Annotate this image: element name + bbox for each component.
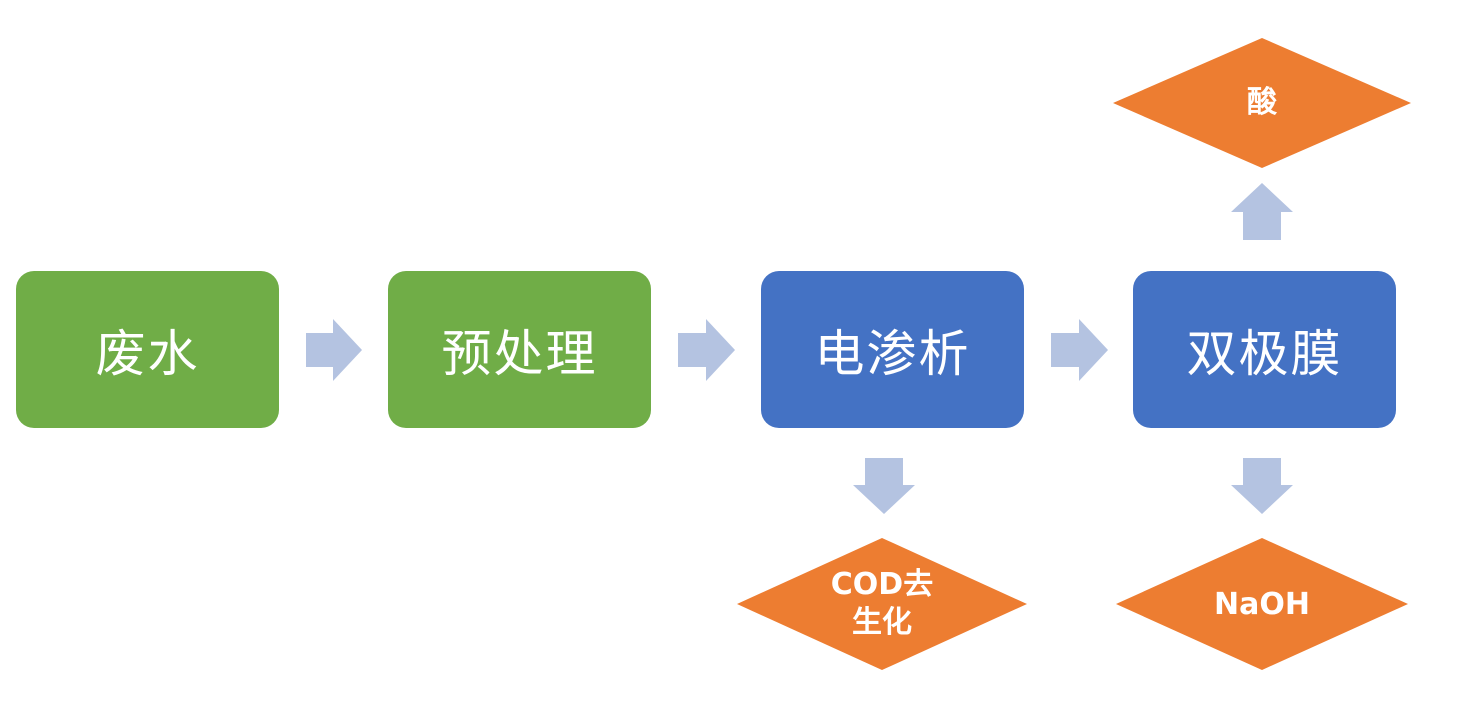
output-naoh-diamond bbox=[1116, 538, 1408, 670]
arrow-right-1-icon bbox=[306, 319, 362, 381]
node-pretreatment: 预处理 bbox=[388, 271, 651, 428]
node-pretreatment-label: 预处理 bbox=[441, 324, 598, 383]
output-cod-label-wrap: COD去 生化 bbox=[802, 564, 962, 644]
output-naoh-label: NaOH bbox=[1214, 587, 1310, 622]
output-cod-label-line1: COD去 bbox=[830, 567, 934, 602]
output-acid-diamond bbox=[1113, 38, 1411, 168]
node-bipolar-membrane: 双极膜 bbox=[1133, 271, 1396, 428]
arrow-up-bipolar-icon bbox=[1231, 183, 1293, 240]
output-acid-label: 酸 bbox=[1247, 85, 1277, 120]
arrow-down-bipolar-icon bbox=[1231, 458, 1293, 514]
output-acid-label-wrap: 酸 bbox=[1180, 75, 1344, 131]
arrow-right-3-icon bbox=[1051, 319, 1108, 381]
arrow-down-electrodialysis-icon bbox=[853, 458, 915, 514]
output-naoh-label-wrap: NaOH bbox=[1182, 578, 1342, 632]
node-electrodialysis: 电渗析 bbox=[761, 271, 1024, 428]
node-bipolar-membrane-label: 双极膜 bbox=[1186, 324, 1343, 383]
node-wastewater: 废水 bbox=[16, 271, 279, 428]
output-cod-label-line2: 生化 bbox=[852, 605, 912, 640]
node-wastewater-label: 废水 bbox=[95, 324, 200, 383]
output-cod-diamond bbox=[737, 538, 1027, 670]
node-electrodialysis-label: 电渗析 bbox=[814, 324, 971, 383]
arrow-right-2-icon bbox=[678, 319, 735, 381]
